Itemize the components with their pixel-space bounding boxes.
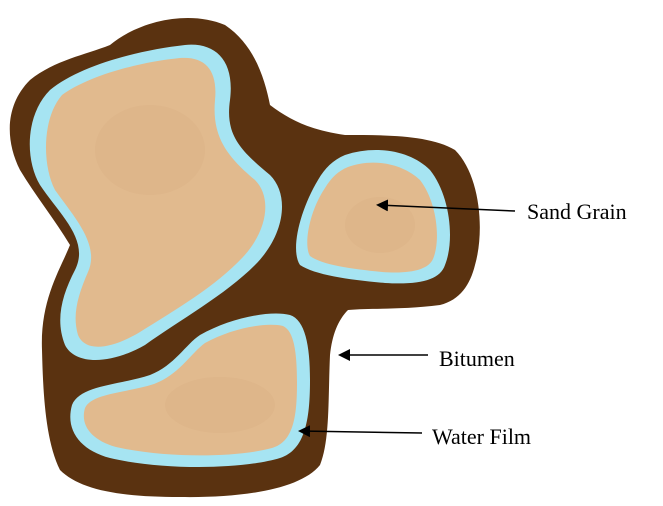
sand-shade-bottom	[165, 377, 275, 433]
sand-grain-label: Sand Grain	[527, 201, 627, 223]
water-film-label: Water Film	[432, 426, 531, 448]
sand-shade-large	[95, 105, 205, 195]
bitumen-label: Bitumen	[439, 348, 515, 370]
